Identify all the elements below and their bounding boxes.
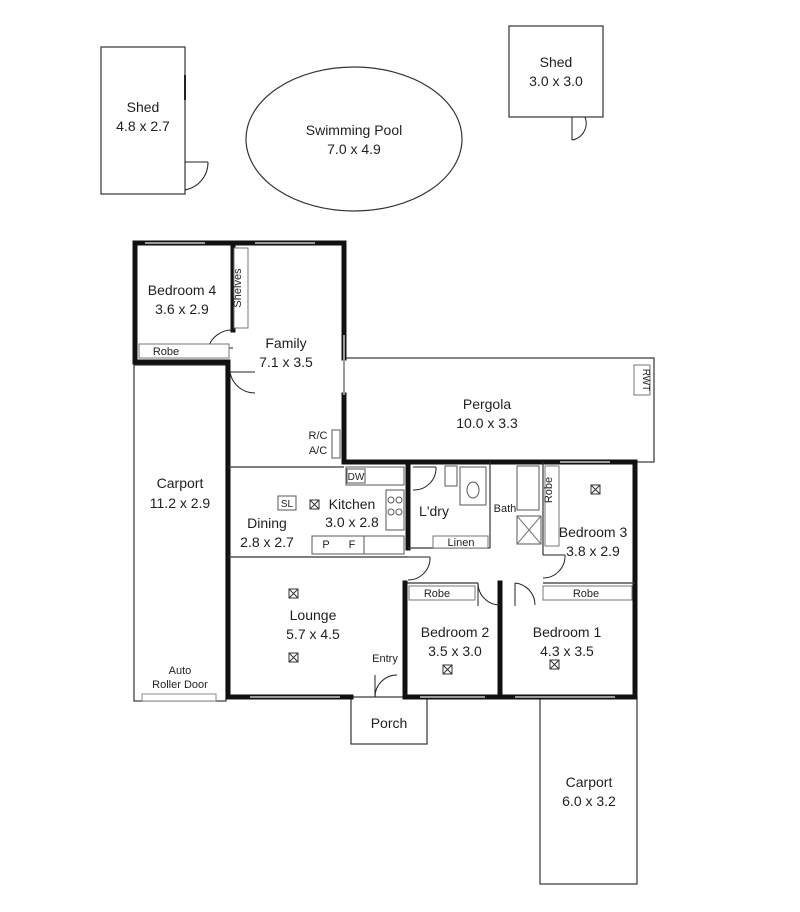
carport-left-name: Carport: [157, 475, 204, 491]
entry-label: Entry: [372, 653, 398, 665]
carport-left: Carport 11.2 x 2.9 Auto Roller Door: [133, 364, 227, 702]
family-name: Family: [265, 335, 306, 351]
bedroom2-name: Bedroom 2: [421, 624, 490, 640]
doors: [207, 329, 566, 698]
lounge-name: Lounge: [290, 607, 337, 623]
bedroom1-name: Bedroom 1: [533, 624, 602, 640]
dining-name: Dining: [247, 515, 287, 531]
pergola-size: 10.0 x 3.3: [456, 415, 518, 431]
rc-label: R/C: [309, 430, 328, 442]
bedroom3-size: 3.8 x 2.9: [566, 543, 620, 559]
pergola-name: Pergola: [463, 396, 511, 412]
dining-size: 2.8 x 2.7: [240, 534, 294, 550]
family: Shelves Family 7.1 x 3.5 R/C A/C: [232, 247, 341, 459]
shed-left: Shed 4.8 x 2.7: [100, 46, 209, 195]
roller-door-label-1: Auto: [169, 665, 192, 677]
lounge-size: 5.7 x 4.5: [286, 626, 340, 642]
windows: [145, 242, 615, 698]
sl-label: SL: [281, 499, 294, 510]
bedroom-4: Robe Bedroom 4 3.6 x 2.9: [138, 282, 230, 359]
kitchen: DW SL P F Kitchen 3.0 x 2.8: [277, 466, 405, 555]
bedroom3-robe-label: Robe: [543, 477, 555, 503]
roller-door-label-2: Roller Door: [152, 679, 208, 691]
bath: Bath: [494, 465, 542, 545]
rwt-label: RWT: [640, 369, 651, 392]
lounge: Lounge 5.7 x 4.5 Entry: [286, 588, 398, 665]
shed-right: Shed 3.0 x 3.0: [508, 25, 604, 141]
laundry-name: L'dry: [419, 503, 449, 519]
family-size: 7.1 x 3.5: [259, 354, 313, 370]
shelves-label: Shelves: [232, 268, 244, 308]
ac-label: A/C: [309, 445, 327, 457]
kitchen-name: Kitchen: [329, 496, 376, 512]
laundry: Linen L'dry: [419, 465, 489, 549]
dining: Dining 2.8 x 2.7: [240, 515, 294, 550]
bedroom-1: Robe Bedroom 1 4.3 x 3.5: [533, 585, 633, 670]
bedroom-2: Robe Bedroom 2 3.5 x 3.0: [408, 585, 490, 675]
carport-right-name: Carport: [566, 774, 613, 790]
bedroom1-robe-label: Robe: [573, 588, 599, 600]
swimming-pool: Swimming Pool 7.0 x 4.9: [245, 66, 463, 212]
carport-left-size: 11.2 x 2.9: [150, 495, 211, 511]
kitchen-size: 3.0 x 2.8: [325, 514, 379, 530]
bedroom4-name: Bedroom 4: [148, 282, 217, 298]
bedroom3-name: Bedroom 3: [559, 524, 628, 540]
bedroom-3: Robe Bedroom 3 3.8 x 2.9: [543, 465, 628, 559]
porch: Porch: [350, 696, 428, 745]
shed-right-size: 3.0 x 3.0: [529, 73, 583, 89]
dw-label: DW: [348, 472, 365, 483]
bedroom4-robe-label: Robe: [153, 346, 179, 358]
carport-right-size: 6.0 x 3.2: [562, 793, 616, 809]
shed-left-size: 4.8 x 2.7: [116, 118, 170, 134]
pool-name: Swimming Pool: [306, 122, 402, 138]
pantry-label: P: [322, 539, 329, 551]
bath-name: Bath: [494, 503, 517, 515]
linen-label: Linen: [448, 537, 475, 549]
bedroom2-robe-label: Robe: [424, 588, 450, 600]
carport-right: Carport 6.0 x 3.2: [539, 696, 638, 885]
pool-size: 7.0 x 4.9: [327, 141, 381, 157]
bedroom1-size: 4.3 x 3.5: [540, 643, 594, 659]
pergola: RWT Pergola 10.0 x 3.3: [343, 357, 655, 463]
bedroom2-size: 3.5 x 3.0: [428, 643, 482, 659]
bedroom4-size: 3.6 x 2.9: [155, 301, 209, 317]
shed-right-name: Shed: [540, 54, 573, 70]
fridge-label: F: [349, 539, 356, 551]
porch-name: Porch: [371, 715, 408, 731]
shed-left-name: Shed: [127, 99, 160, 115]
